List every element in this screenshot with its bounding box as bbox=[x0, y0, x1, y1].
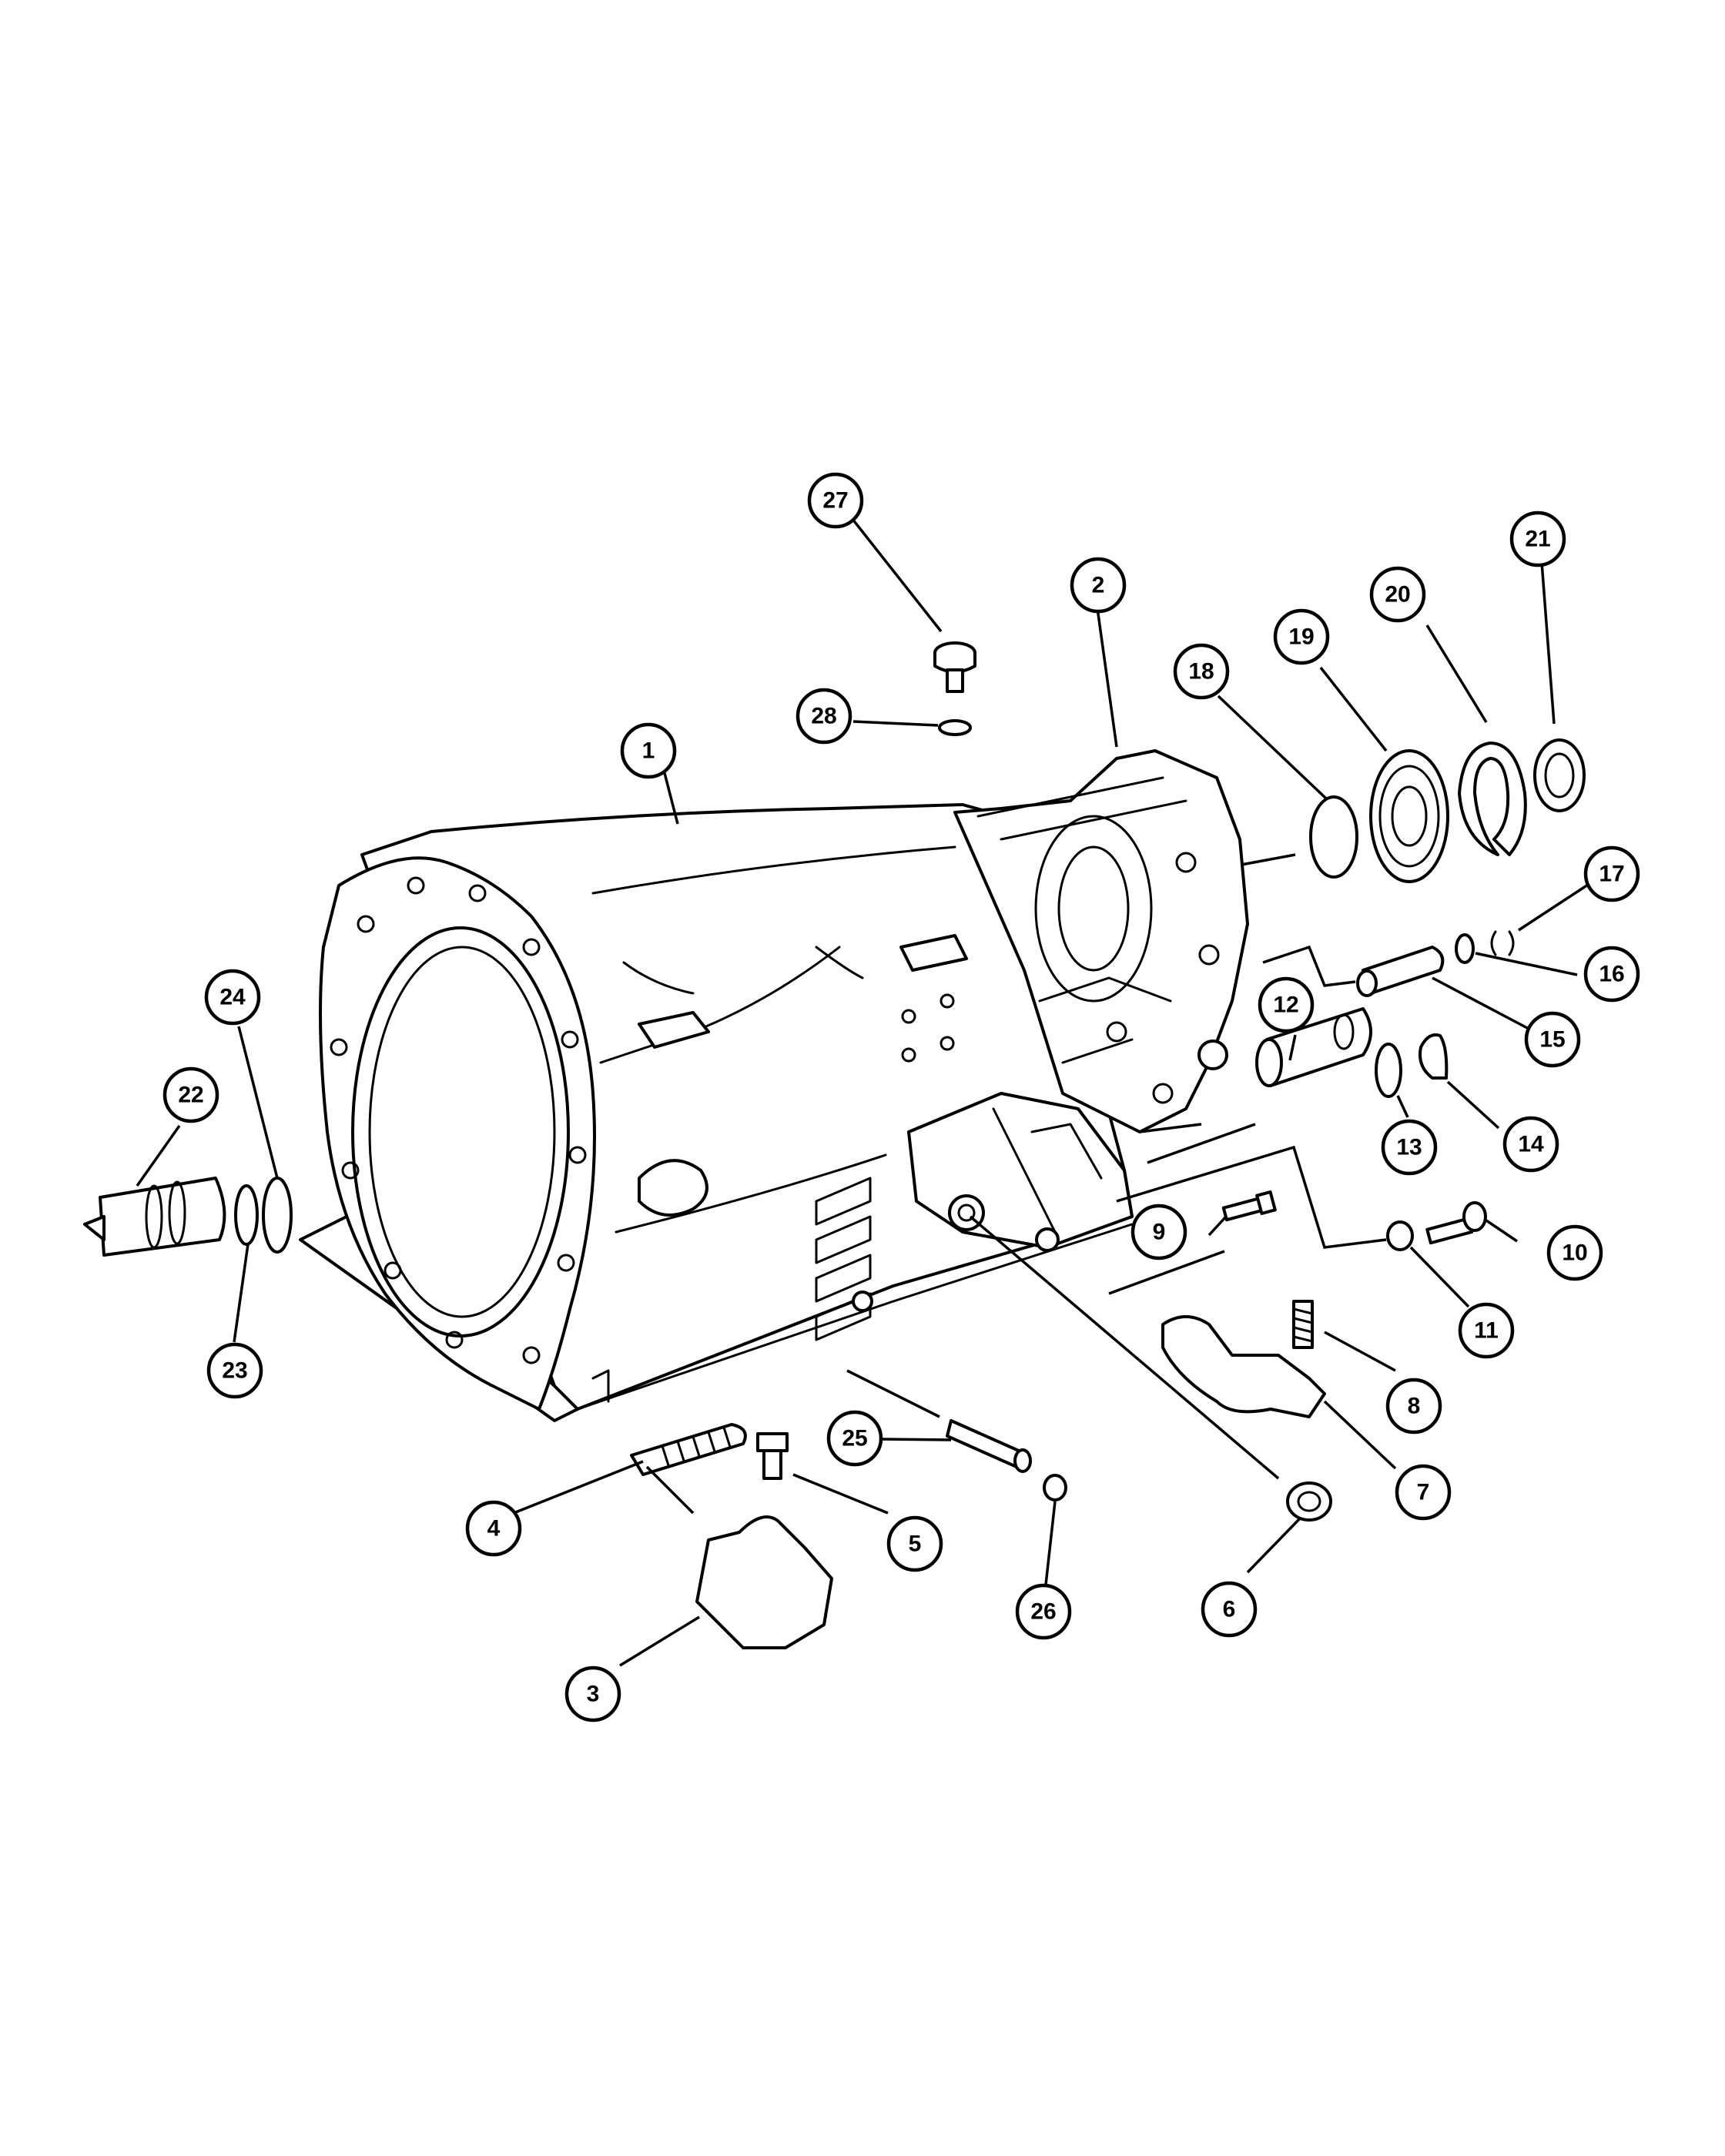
callout-label-2: 2 bbox=[1092, 573, 1105, 598]
vent-o-ring bbox=[938, 719, 972, 736]
retaining-clip bbox=[1490, 930, 1515, 956]
callout-leaders bbox=[136, 499, 1589, 1667]
callout-28: 28 bbox=[796, 688, 852, 745]
callout-24: 24 bbox=[204, 969, 261, 1026]
washer-bolt bbox=[1386, 1220, 1414, 1251]
callout-13: 13 bbox=[1381, 1119, 1438, 1176]
callout-20: 20 bbox=[1369, 566, 1426, 623]
callout-label-6: 6 bbox=[1223, 1597, 1236, 1622]
callout-label-4: 4 bbox=[487, 1516, 501, 1542]
callout-19: 19 bbox=[1273, 608, 1330, 665]
callout-2: 2 bbox=[1070, 557, 1127, 614]
callout-label-10: 10 bbox=[1562, 1240, 1587, 1266]
bolt-small bbox=[1221, 1190, 1277, 1222]
mount-bolt bbox=[756, 1432, 789, 1480]
callout-label-18: 18 bbox=[1188, 659, 1214, 685]
park-cam-sleeve bbox=[1255, 1007, 1372, 1087]
sleeve-ring bbox=[1375, 1043, 1402, 1098]
sleeve-clip bbox=[1419, 1033, 1449, 1080]
callout-17: 17 bbox=[1583, 845, 1640, 902]
callout-1: 1 bbox=[620, 722, 677, 779]
callout-10: 10 bbox=[1546, 1224, 1603, 1281]
callout-label-1: 1 bbox=[642, 738, 655, 764]
bolt-large bbox=[1425, 1201, 1487, 1245]
shaft-pin bbox=[1356, 946, 1445, 997]
callout-14: 14 bbox=[1502, 1116, 1559, 1173]
callout-27: 27 bbox=[807, 472, 864, 529]
callout-12: 12 bbox=[1258, 976, 1315, 1033]
callout-label-17: 17 bbox=[1599, 862, 1624, 887]
washer-small bbox=[1455, 933, 1475, 964]
callout-label-28: 28 bbox=[811, 704, 836, 729]
callout-label-8: 8 bbox=[1408, 1394, 1421, 1419]
callout-18: 18 bbox=[1173, 643, 1230, 700]
callout-26: 26 bbox=[1015, 1583, 1072, 1640]
callout-label-21: 21 bbox=[1525, 527, 1550, 552]
callout-23: 23 bbox=[206, 1342, 263, 1399]
callout-15: 15 bbox=[1524, 1011, 1581, 1068]
callout-label-22: 22 bbox=[178, 1083, 203, 1108]
callout-22: 22 bbox=[162, 1066, 219, 1123]
connector-ring-outer bbox=[262, 1177, 293, 1254]
transmission-mount bbox=[695, 1515, 833, 1649]
park-pawl bbox=[1161, 1315, 1326, 1418]
callout-16: 16 bbox=[1583, 946, 1640, 1003]
bushing bbox=[1286, 1481, 1332, 1522]
callout-25: 25 bbox=[826, 1410, 883, 1467]
callout-label-27: 27 bbox=[822, 488, 848, 514]
callout-label-23: 23 bbox=[222, 1358, 247, 1384]
park-spring bbox=[1292, 1300, 1314, 1349]
snap-ring-large bbox=[1458, 742, 1527, 856]
extension-housing bbox=[953, 749, 1249, 1133]
reference-lines bbox=[645, 853, 1387, 1515]
callout-label-24: 24 bbox=[219, 985, 246, 1010]
callout-label-15: 15 bbox=[1539, 1027, 1565, 1053]
output-flange-nut bbox=[1533, 738, 1586, 812]
callout-8: 8 bbox=[1385, 1378, 1442, 1435]
transmission-case bbox=[299, 803, 1134, 1422]
callout-21: 21 bbox=[1509, 511, 1566, 567]
callout-label-16: 16 bbox=[1599, 962, 1624, 987]
callout-label-19: 19 bbox=[1288, 624, 1314, 650]
vent-plug bbox=[933, 641, 976, 693]
flange-bolt-holes bbox=[330, 876, 587, 1364]
callout-4: 4 bbox=[465, 1500, 522, 1557]
callout-label-26: 26 bbox=[1030, 1599, 1056, 1625]
callout-label-14: 14 bbox=[1518, 1132, 1544, 1157]
callout-label-20: 20 bbox=[1385, 582, 1410, 608]
connector-ring-inner bbox=[234, 1184, 259, 1246]
electrical-connector bbox=[83, 1177, 226, 1257]
callout-label-3: 3 bbox=[587, 1682, 600, 1707]
callout-label-9: 9 bbox=[1153, 1220, 1166, 1245]
extension-seal-ring bbox=[1309, 795, 1358, 879]
long-pin bbox=[946, 1419, 1032, 1473]
callout-11: 11 bbox=[1458, 1302, 1515, 1359]
pin-o-ring bbox=[1043, 1474, 1067, 1502]
callout-label-12: 12 bbox=[1273, 993, 1298, 1018]
callout-label-11: 11 bbox=[1474, 1318, 1499, 1344]
callout-9: 9 bbox=[1130, 1204, 1187, 1260]
callout-3: 3 bbox=[564, 1666, 621, 1722]
callout-label-25: 25 bbox=[842, 1426, 867, 1451]
callout-label-13: 13 bbox=[1396, 1135, 1422, 1160]
callout-label-5: 5 bbox=[909, 1532, 922, 1557]
output-bearing bbox=[1369, 749, 1449, 883]
threaded-stud bbox=[630, 1423, 747, 1476]
callout-label-7: 7 bbox=[1417, 1480, 1430, 1505]
callouts: 1 2 3 4 5 6 7 8 9 10 11 12 13 14 15 16 1… bbox=[162, 472, 1640, 1722]
callout-5: 5 bbox=[886, 1515, 943, 1572]
callout-7: 7 bbox=[1395, 1464, 1452, 1521]
callout-6: 6 bbox=[1201, 1581, 1258, 1638]
